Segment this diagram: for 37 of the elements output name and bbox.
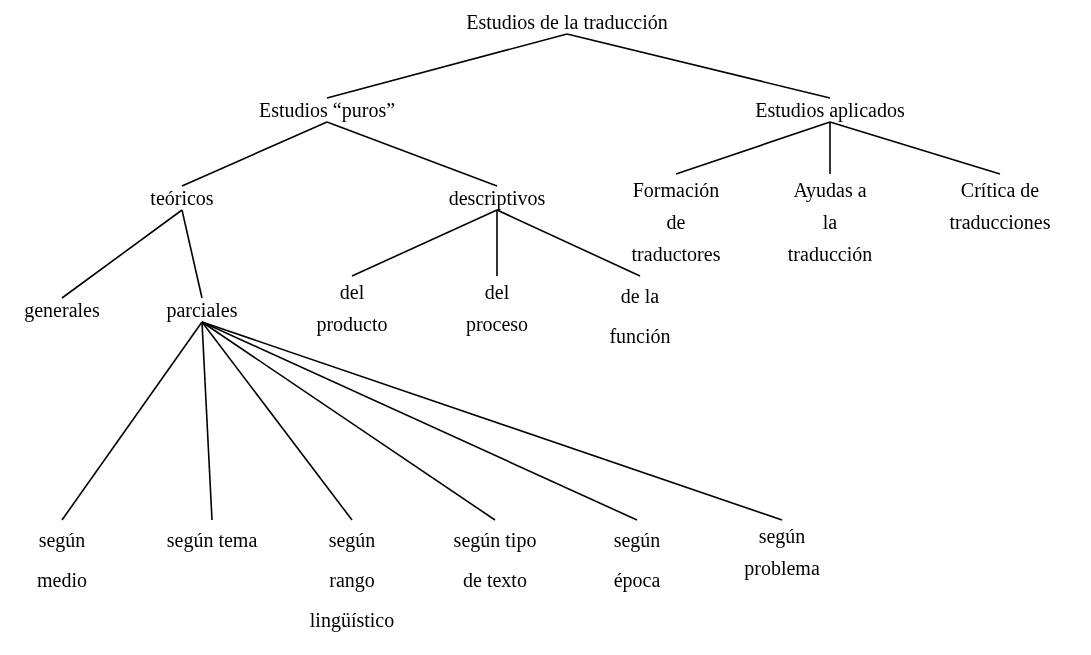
node-label: según época [612,528,662,594]
node-label: Ayudas a la traducción [786,178,874,267]
node-label: según problema [743,524,821,582]
connector-line [351,209,498,277]
connector-line [496,209,498,277]
node-label: descriptivos [447,186,547,210]
connector-line [61,321,203,521]
connector-line [201,321,783,521]
connector-line [181,121,328,187]
node-label: del producto [315,280,389,338]
connector-line [566,33,831,99]
node-label: teóricos [149,186,215,210]
connector-line [675,121,831,175]
node-label: de la función [608,284,672,349]
connector-line [829,121,831,175]
node-label: Formación de traductores [630,178,722,267]
connector-line [829,121,1001,175]
connector-line [201,321,496,521]
node-label: Crítica de traducciones [948,178,1052,235]
node-label: Estudios “puros” [257,98,397,122]
connector-line [181,209,203,299]
node-label: Estudios aplicados [754,98,906,122]
node-label: del proceso [464,280,530,338]
node-label: según tipo de texto [452,528,538,593]
node-label: Estudios de la traducción [465,10,669,34]
node-label: según medio [36,528,88,593]
connector-line [61,209,183,299]
node-label: según rango lingüístico [308,528,396,634]
node-label: parciales [165,298,239,322]
connector-line [326,33,568,99]
node-label: según tema [165,528,259,554]
connector-line [201,321,353,521]
connector-line [201,321,638,521]
connector-line [326,121,498,187]
connector-line [496,209,641,277]
connector-line [201,321,213,521]
node-label: generales [23,298,101,322]
